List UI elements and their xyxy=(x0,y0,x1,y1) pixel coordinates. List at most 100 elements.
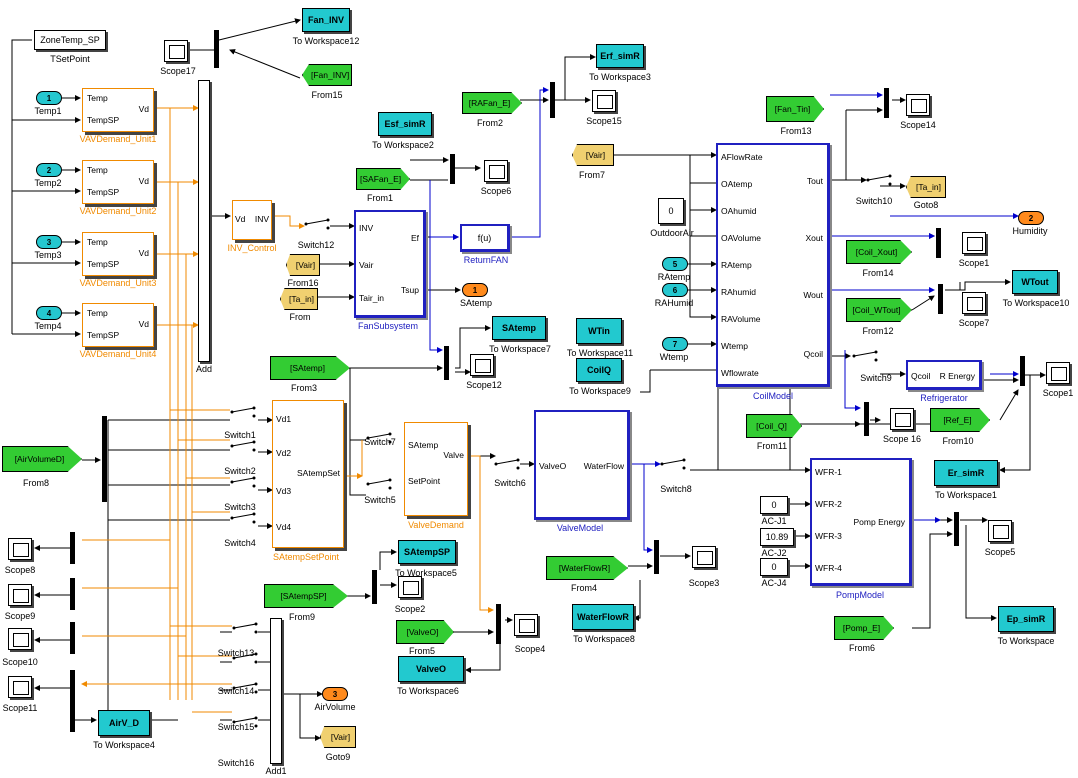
workspace-satemp[interactable]: SAtemp xyxy=(492,316,546,340)
port-valve: Valve xyxy=(443,450,464,460)
scope15[interactable] xyxy=(592,90,616,112)
outport-satemp[interactable]: 1 xyxy=(462,283,488,297)
from-waterflowr[interactable]: [WaterFlowR] xyxy=(546,556,628,580)
switch15[interactable] xyxy=(232,682,258,694)
goto-ta-in[interactable]: [Ta_in] xyxy=(906,176,946,198)
acj2-constant[interactable]: 10.89 xyxy=(760,528,794,546)
vav-demand-unit2[interactable]: Temp TempSP Vd xyxy=(82,160,154,204)
valve-model-block[interactable]: ValveO WaterFlow xyxy=(534,410,630,520)
switch16[interactable] xyxy=(232,716,258,728)
workspace-ep-simr[interactable]: Ep_simR xyxy=(998,606,1054,632)
switch13[interactable] xyxy=(232,622,258,634)
switch12[interactable] xyxy=(304,218,330,230)
from-satempsp[interactable]: [SAtempSP] xyxy=(264,584,348,608)
from-coil-wtout[interactable]: [Coil_WTout] xyxy=(846,298,912,322)
outdoor-air-constant[interactable]: 0 xyxy=(658,198,684,224)
from-coil-xout[interactable]: [Coil_Xout] xyxy=(846,240,912,264)
scope16[interactable] xyxy=(890,408,914,430)
from-coil-q[interactable]: [Coil_Q] xyxy=(746,414,802,438)
workspace-valveo[interactable]: ValveO xyxy=(398,656,464,682)
from-vair-16[interactable]: [Vair] xyxy=(286,254,320,276)
from-pomp-e[interactable]: [Pomp_E] xyxy=(834,616,894,640)
from-fan-inv[interactable]: [Fan_INV] xyxy=(302,64,352,86)
scope1-refrigerator[interactable] xyxy=(1046,362,1070,384)
vav-demand-unit1[interactable]: Temp TempSP Vd xyxy=(82,88,154,132)
mux-waterflow xyxy=(654,540,659,574)
zonetemp-sp-constant[interactable]: ZoneTemp_SP xyxy=(34,30,106,50)
inv-control-block[interactable]: Vd INV xyxy=(232,200,272,240)
outport-airvolume[interactable]: 3 xyxy=(322,687,348,701)
inport-rahumid[interactable]: 6 xyxy=(662,283,688,297)
switch10[interactable] xyxy=(866,174,892,186)
workspace-fan-inv[interactable]: Fan_INV xyxy=(302,8,350,32)
inport-temp1[interactable]: 1 xyxy=(36,91,62,105)
scope14-label: Scope14 xyxy=(900,120,936,130)
add-block[interactable] xyxy=(198,80,210,362)
switch7[interactable] xyxy=(366,432,392,444)
from-rafan-e[interactable]: [RAFan_E] xyxy=(462,92,522,114)
scope5[interactable] xyxy=(988,520,1012,542)
scope1-xout[interactable] xyxy=(962,232,986,254)
from-safan-e[interactable]: [SAFan_E] xyxy=(356,168,410,190)
valve-demand-block[interactable]: SAtemp SetPoint Valve xyxy=(404,422,468,516)
from-ta-in[interactable]: [Ta_in] xyxy=(280,288,318,310)
inport-temp3[interactable]: 3 xyxy=(36,235,62,249)
inport-temp4[interactable]: 4 xyxy=(36,306,62,320)
outport-satemp-label: SAtemp xyxy=(459,298,493,308)
scope17[interactable] xyxy=(164,40,188,62)
scope3[interactable] xyxy=(692,546,716,568)
scope9[interactable] xyxy=(8,584,32,606)
from-fan-tin[interactable]: [Fan_Tin] xyxy=(766,96,824,122)
coil-model[interactable]: AFlowRate OAtemp OAhumid OAVolume RAtemp… xyxy=(716,143,830,387)
from-satemp[interactable]: [SAtemp] xyxy=(270,356,350,380)
inport-ratemp[interactable]: 5 xyxy=(662,257,688,271)
workspace-wtin[interactable]: WTin xyxy=(576,318,622,344)
fan-subsystem[interactable]: INV Vair Tair_in Ef Tsup xyxy=(354,210,426,318)
from-airvolumed[interactable]: [AirVolumeD] xyxy=(2,446,82,472)
scope6[interactable] xyxy=(484,160,508,182)
workspace-er-simr[interactable]: Er_simR xyxy=(934,460,998,486)
acj1-constant[interactable]: 0 xyxy=(760,496,788,514)
workspace-airv-d[interactable]: AirV_D xyxy=(98,710,150,736)
outport-airvolume-label: AirVolume xyxy=(314,702,356,712)
switch4[interactable] xyxy=(230,512,256,524)
switch3[interactable] xyxy=(230,476,256,488)
switch8[interactable] xyxy=(660,458,686,470)
add1-block[interactable] xyxy=(270,618,282,764)
scope4[interactable] xyxy=(514,614,538,636)
workspace-erf-simr[interactable]: Erf_simR xyxy=(596,44,644,68)
vav-demand-unit4[interactable]: Temp TempSP Vd xyxy=(82,303,154,347)
switch5[interactable] xyxy=(366,478,392,490)
inport-wtemp[interactable]: 7 xyxy=(662,337,688,351)
switch9[interactable] xyxy=(852,350,878,362)
switch1[interactable] xyxy=(230,406,256,418)
workspace-satempsp[interactable]: SAtempSP xyxy=(398,540,456,564)
workspace-esf-simr[interactable]: Esf_simR xyxy=(378,112,432,136)
scope2[interactable] xyxy=(398,576,422,598)
switch6[interactable] xyxy=(494,458,520,470)
scope11[interactable] xyxy=(8,676,32,698)
satemp-setpoint-block[interactable]: Vd1 Vd2 Vd3 Vd4 SAtempSet xyxy=(272,400,344,548)
from-ref-e[interactable]: [Ref_E] xyxy=(930,408,990,432)
from-vair-7[interactable]: [Vair] xyxy=(572,144,614,166)
pomp-model-block[interactable]: WFR-1 WFR-2 WFR-3 WFR-4 Pomp Energy xyxy=(810,458,912,586)
mux-pomp xyxy=(954,512,959,546)
scope7[interactable] xyxy=(962,292,986,314)
inport-temp2[interactable]: 2 xyxy=(36,163,62,177)
refrigerator-block[interactable]: Qcoil R Energy xyxy=(906,360,982,390)
workspace-wtout[interactable]: WTout xyxy=(1012,270,1058,294)
scope12[interactable] xyxy=(470,354,494,376)
scope10[interactable] xyxy=(8,628,32,650)
acj4-constant[interactable]: 0 xyxy=(760,558,788,576)
goto-vair[interactable]: [Vair] xyxy=(320,726,356,748)
switch2[interactable] xyxy=(230,440,256,452)
workspace-coilq[interactable]: CoilQ xyxy=(576,358,622,382)
workspace-waterflowr[interactable]: WaterFlowR xyxy=(572,604,634,630)
switch14[interactable] xyxy=(232,652,258,664)
scope8[interactable] xyxy=(8,538,32,560)
vav-demand-unit3[interactable]: Temp TempSP Vd xyxy=(82,232,154,276)
outport-humidity[interactable]: 2 xyxy=(1018,211,1044,225)
from-valveo[interactable]: [ValveO] xyxy=(396,620,454,644)
scope14[interactable] xyxy=(906,94,930,116)
return-fan-block[interactable]: f(u) xyxy=(460,224,510,252)
